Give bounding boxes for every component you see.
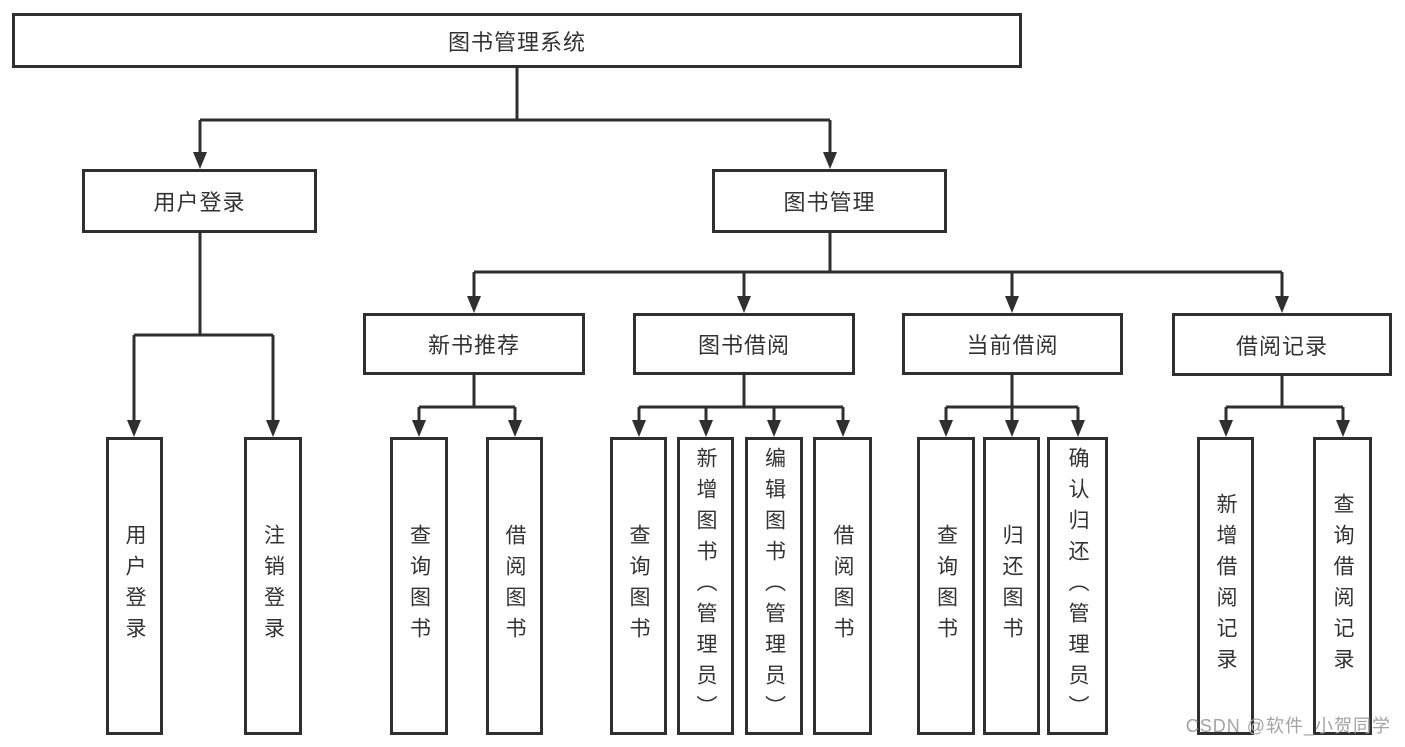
leaf-return-book-label: 归还图书 — [1000, 524, 1023, 648]
leaf-user-login-label: 用户登录 — [123, 524, 146, 648]
node-current-borrow-label: 当前借阅 — [966, 333, 1059, 358]
leaf-borrow-book-1-label: 借阅图书 — [503, 524, 526, 648]
leaf-logout-label: 注销登录 — [261, 524, 285, 648]
leaf-borrow-book-2: 借阅图书 — [813, 437, 872, 735]
node-user-login: 用户登录 — [82, 169, 317, 233]
node-current-borrow: 当前借阅 — [902, 313, 1123, 375]
node-book-management-label: 图书管理 — [783, 190, 876, 215]
leaf-query-book-3-label: 查询图书 — [934, 524, 958, 648]
leaf-query-book-2-label: 查询图书 — [627, 524, 650, 648]
node-borrow-records: 借阅记录 — [1172, 313, 1392, 376]
node-book-borrow: 图书借阅 — [633, 313, 855, 375]
node-book-borrow-label: 图书借阅 — [697, 333, 790, 358]
node-user-login-label: 用户登录 — [153, 190, 246, 215]
leaf-confirm-return-admin-label: 确认归还（管理员） — [1066, 446, 1089, 726]
leaf-add-borrow-record-label: 新增借阅记录 — [1214, 493, 1237, 679]
leaf-query-borrow-record: 查询借阅记录 — [1313, 437, 1372, 735]
leaf-logout: 注销登录 — [244, 437, 302, 735]
leaf-edit-book-admin: 编辑图书（管理员） — [745, 437, 803, 735]
node-new-book-recommend-label: 新书推荐 — [427, 333, 520, 358]
csdn-watermark: CSDN @软件_小贺同学 — [1185, 716, 1391, 736]
leaf-add-borrow-record: 新增借阅记录 — [1197, 437, 1254, 735]
leaf-user-login: 用户登录 — [106, 437, 163, 735]
leaf-query-borrow-record-label: 查询借阅记录 — [1331, 493, 1354, 679]
node-book-management: 图书管理 — [712, 169, 947, 233]
node-new-book-recommend: 新书推荐 — [363, 313, 585, 375]
leaf-query-book-3: 查询图书 — [917, 437, 975, 735]
node-root-label: 图书管理系统 — [447, 29, 586, 55]
leaf-query-book-1: 查询图书 — [390, 437, 448, 735]
leaf-confirm-return-admin: 确认归还（管理员） — [1047, 437, 1108, 735]
leaf-add-book-admin: 新增图书（管理员） — [677, 437, 734, 735]
leaf-query-book-2: 查询图书 — [610, 437, 667, 735]
leaf-return-book: 归还图书 — [983, 437, 1040, 735]
leaf-add-book-admin-label: 新增图书（管理员） — [694, 446, 717, 726]
node-root: 图书管理系统 — [12, 13, 1022, 68]
leaf-borrow-book-2-label: 借阅图书 — [831, 524, 854, 648]
leaf-edit-book-admin-label: 编辑图书（管理员） — [762, 446, 786, 726]
leaf-query-book-1-label: 查询图书 — [407, 524, 431, 648]
node-borrow-records-label: 借阅记录 — [1235, 333, 1328, 359]
leaf-borrow-book-1: 借阅图书 — [486, 437, 543, 735]
